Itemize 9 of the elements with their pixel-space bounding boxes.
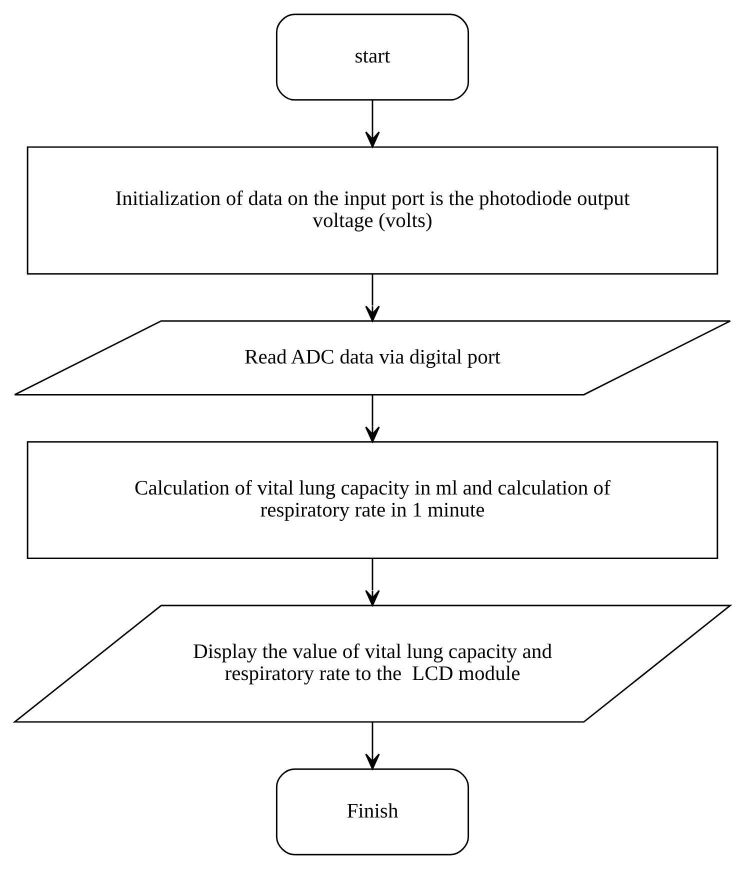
node-box: Calculation of vital lung capacity in ml and calculation of respiratory rate in 1 minute <box>26 441 718 560</box>
arrow <box>364 274 380 322</box>
node-box: Finish <box>275 768 469 856</box>
arrow <box>364 395 380 443</box>
arrow <box>364 722 380 770</box>
arrow <box>364 558 380 606</box>
node-box: Initialization of data on the input port is the photodiode output voltage (volts) <box>26 146 718 275</box>
node-box: start <box>275 14 469 101</box>
arrow <box>364 100 380 148</box>
